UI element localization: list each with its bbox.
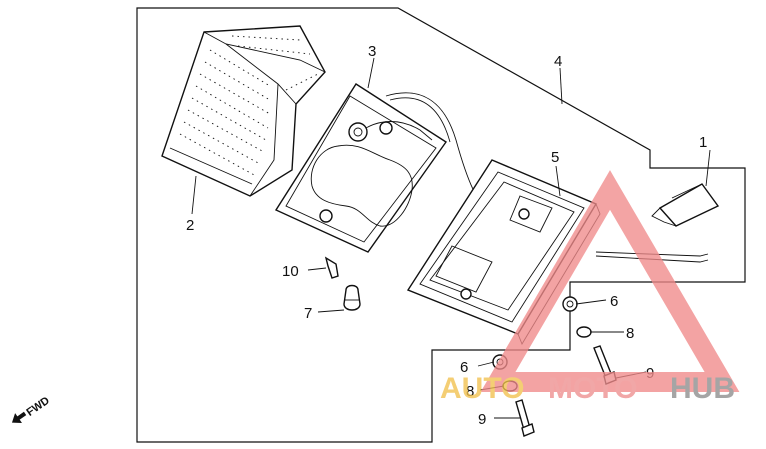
arrow-icon xyxy=(11,411,27,423)
leader-lines xyxy=(191,57,711,419)
callout-5: 5 xyxy=(551,149,559,166)
bulb-part xyxy=(343,284,361,311)
callout-8-upper: 8 xyxy=(626,325,634,342)
watermark-triangle-icon xyxy=(480,170,740,392)
callout-10: 10 xyxy=(282,263,299,280)
callout-4: 4 xyxy=(554,53,562,70)
fwd-direction-marker: FWD xyxy=(11,395,52,423)
screw-part xyxy=(324,256,339,279)
fwd-label: FWD xyxy=(24,395,51,419)
callout-7: 7 xyxy=(304,305,312,322)
watermark-text-auto: AUTO xyxy=(440,372,524,405)
watermark-text-moto: MOTO xyxy=(548,372,637,405)
callout-6-lower: 6 xyxy=(460,359,468,376)
watermark-text-hub: HUB xyxy=(670,372,735,405)
callout-3: 3 xyxy=(368,43,376,60)
lens-part xyxy=(161,25,326,197)
automotohub-watermark: AUTO MOTO HUB xyxy=(440,170,740,405)
base-plate-part xyxy=(274,83,503,253)
callout-8-lower: 8 xyxy=(466,383,474,400)
connector-part xyxy=(595,183,720,263)
callout-1: 1 xyxy=(699,134,707,151)
callout-2: 2 xyxy=(186,217,194,234)
callout-6-upper: 6 xyxy=(610,293,618,310)
callout-9-lower: 9 xyxy=(478,411,486,428)
